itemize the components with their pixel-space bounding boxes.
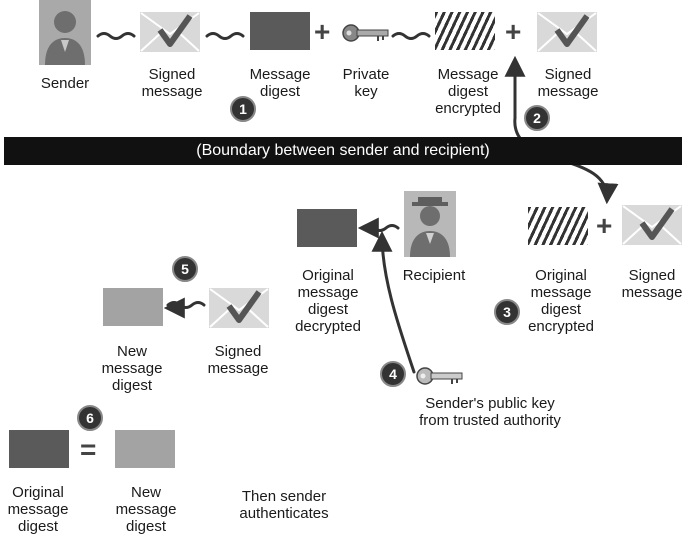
step-badge-3: 3	[494, 299, 520, 325]
key-icon	[342, 22, 390, 49]
step-badge-5: 5	[172, 256, 198, 282]
message-digest-square	[250, 12, 310, 50]
new-digest-label: New message digest	[101, 343, 163, 394]
recipient-label: Recipient	[402, 267, 466, 284]
envelope-check-icon	[622, 205, 682, 245]
public-key-label: Sender's public key from trusted authori…	[419, 395, 561, 429]
key-icon	[416, 365, 464, 392]
digest-encrypted-label: Original message digest encrypted	[528, 267, 594, 335]
squiggle-connector	[96, 32, 136, 40]
new-digest-label: New message digest	[115, 484, 177, 535]
authenticates-label: Then sender authenticates	[239, 488, 329, 522]
original-digest-square	[9, 430, 69, 468]
squiggle-connector	[205, 32, 245, 40]
plus-operator: +	[314, 16, 331, 47]
step-badge-4: 4	[380, 361, 406, 387]
squiggle-connector	[166, 301, 206, 309]
signed-message-label: Signed message	[141, 66, 203, 100]
encrypted-digest-square	[435, 12, 495, 50]
new-digest-square	[103, 288, 163, 326]
message-digest-label: Message digest	[249, 66, 311, 100]
private-key-label: Private key	[342, 66, 390, 100]
signed-message-label: Signed message	[537, 66, 599, 100]
digest-decrypted-label: Original message digest decrypted	[295, 267, 361, 335]
step-badge-1: 1	[230, 96, 256, 122]
encrypted-digest-square	[528, 207, 588, 245]
sender-label: Sender	[40, 75, 90, 92]
boundary-bar: (Boundary between sender and recipient)	[4, 137, 682, 165]
envelope-check-icon	[140, 12, 200, 52]
step-badge-2: 2	[524, 105, 550, 131]
envelope-check-icon	[209, 288, 269, 328]
new-digest-square	[115, 430, 175, 468]
envelope-check-icon	[537, 12, 597, 52]
digest-encrypted-label: Message digest encrypted	[435, 66, 501, 117]
sender-icon	[39, 0, 91, 65]
squiggle-connector	[391, 32, 431, 40]
decrypted-digest-square	[297, 209, 357, 247]
equals-operator: =	[80, 434, 97, 465]
signed-message-label: Signed message	[621, 267, 683, 301]
step-badge-6: 6	[77, 405, 103, 431]
squiggle-connector	[360, 224, 400, 232]
plus-operator: +	[505, 16, 522, 47]
recipient-icon	[404, 191, 456, 257]
signed-message-label: Signed message	[207, 343, 269, 377]
plus-operator: +	[596, 210, 613, 241]
original-digest-label: Original message digest	[7, 484, 69, 535]
